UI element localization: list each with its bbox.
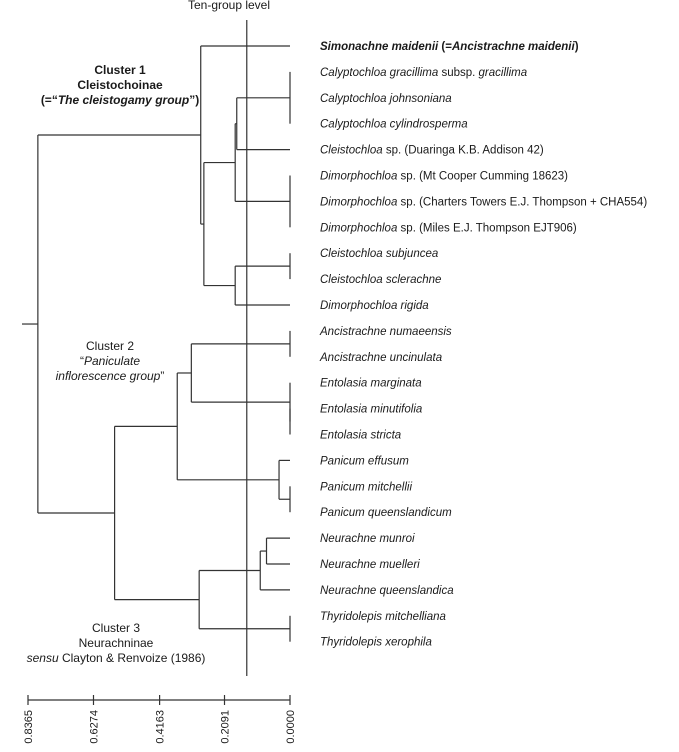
text-run: Cleistochoinae: [77, 78, 163, 92]
text-run: sp. (Mt Cooper Cumming 18623): [397, 171, 568, 183]
text-run: Panicum mitchellii: [320, 481, 412, 493]
text-run: sp. (Miles E.J. Thompson EJT906): [397, 222, 577, 234]
taxon-label: Entolasia minutifolia: [320, 404, 422, 416]
axis-tick-label: 0.4163: [155, 710, 167, 744]
taxon-label: Panicum queenslandicum: [320, 507, 452, 519]
text-run: Neurachninae: [79, 636, 154, 650]
cluster-2-label-line: inflorescence group”: [56, 369, 165, 383]
text-run: Neurachne muelleri: [320, 559, 420, 571]
text-run: ): [575, 41, 579, 53]
figure-title: Ten-group level: [188, 0, 270, 12]
taxon-labels: Simonachne maidenii (=Ancistrachne maide…: [319, 41, 647, 649]
taxon-label: Cleistochloa sclerachne: [320, 274, 441, 286]
taxon-label: Neurachne munroi: [320, 533, 415, 545]
taxon-label: Cleistochloa subjuncea: [320, 248, 438, 260]
taxon-label: Dimorphochloa sp. (Miles E.J. Thompson E…: [320, 222, 577, 234]
text-run: Entolasia marginata: [320, 378, 422, 390]
text-run: Paniculate: [84, 354, 140, 368]
text-run: sensu: [27, 651, 59, 665]
taxon-label: Panicum effusum: [320, 455, 409, 467]
text-run: (=: [438, 41, 452, 53]
taxon-label: Ancistrachne uncinulata: [319, 352, 442, 364]
text-run: Cleistochloa: [320, 145, 383, 157]
text-run: Dimorphochloa: [320, 171, 397, 183]
text-run: Ancistrachne maidenii: [451, 41, 576, 53]
cluster-2-label-line: “Paniculate: [80, 354, 140, 368]
taxon-label: Panicum mitchellii: [320, 481, 412, 493]
axis-tick-label: 0.2091: [220, 710, 232, 744]
cluster-3-label-line: Cluster 3: [92, 621, 140, 635]
text-run: Dimorphochloa: [320, 196, 397, 208]
cluster-3-label-line: sensu Clayton & Renvoize (1986): [27, 651, 206, 665]
taxon-label: Thyridolepis xerophila: [320, 637, 432, 649]
text-run: Clayton & Renvoize (1986): [59, 651, 206, 665]
text-run: Simonachne maidenii: [320, 41, 439, 53]
taxon-label: Neurachne queenslandica: [320, 585, 454, 597]
text-run: Entolasia minutifolia: [320, 404, 422, 416]
text-run: Ancistrachne numaeensis: [319, 326, 452, 338]
text-run: Calyptochloa cylindrosperma: [320, 119, 468, 131]
text-run: “: [80, 354, 84, 368]
text-run: Thyridolepis xerophila: [320, 637, 432, 649]
taxon-label: Entolasia marginata: [320, 378, 422, 390]
cluster-1-label-line: Cluster 1: [94, 63, 146, 77]
text-run: sp. (Duaringa K.B. Addison 42): [383, 145, 544, 157]
axis-tick-label: 0.0000: [285, 710, 297, 744]
text-run: (=“: [41, 93, 58, 107]
cluster-1-label-line: Cleistochoinae: [77, 78, 163, 92]
text-run: ”): [189, 93, 199, 107]
text-run: gracillima: [479, 67, 528, 79]
dendrogram-branches: [22, 45, 291, 642]
axis-tick-label: 0.8365: [23, 710, 35, 744]
text-run: Neurachne queenslandica: [320, 585, 454, 597]
taxon-label: Calyptochloa gracillima subsp. gracillim…: [320, 67, 527, 79]
taxon-label: Calyptochloa cylindrosperma: [320, 119, 468, 131]
taxon-label: Entolasia stricta: [320, 430, 401, 442]
text-run: Cluster 2: [86, 339, 134, 353]
text-run: subsp.: [438, 67, 478, 79]
cluster-1-label-line: (=“The cleistogamy group”): [41, 93, 199, 107]
cluster-3-label-line: Neurachninae: [79, 636, 154, 650]
taxon-label: Calyptochloa johnsoniana: [320, 93, 452, 105]
taxon-label: Dimorphochloa sp. (Mt Cooper Cumming 186…: [320, 171, 568, 183]
distance-axis: 0.8365 0.6274 0.4163 0.2091 0.0000: [23, 695, 297, 744]
taxon-label: Dimorphochloa sp. (Charters Towers E.J. …: [320, 196, 647, 208]
taxon-label: Dimorphochloa rigida: [320, 300, 429, 312]
taxon-label: Simonachne maidenii (=Ancistrachne maide…: [320, 41, 579, 53]
text-run: Thyridolepis mitchelliana: [320, 611, 446, 623]
cluster-2-label-line: Cluster 2: [86, 339, 134, 353]
text-run: sp. (Charters Towers E.J. Thompson + CHA…: [397, 196, 647, 208]
text-run: Calyptochloa gracillima: [320, 67, 438, 79]
text-run: inflorescence group: [56, 369, 161, 383]
text-run: Entolasia stricta: [320, 430, 401, 442]
text-run: ”: [160, 369, 164, 383]
text-run: Calyptochloa johnsoniana: [320, 93, 452, 105]
text-run: Neurachne munroi: [320, 533, 415, 545]
text-run: Cluster 3: [92, 621, 140, 635]
taxon-label: Cleistochloa sp. (Duaringa K.B. Addison …: [320, 145, 544, 157]
taxon-label: Ancistrachne numaeensis: [319, 326, 452, 338]
text-run: Panicum effusum: [320, 455, 409, 467]
text-run: Cluster 1: [94, 63, 146, 77]
text-run: Cleistochloa sclerachne: [320, 274, 441, 286]
axis-tick-label: 0.6274: [88, 710, 100, 744]
text-run: Dimorphochloa rigida: [320, 300, 429, 312]
text-run: Panicum queenslandicum: [320, 507, 452, 519]
text-run: Dimorphochloa: [320, 222, 397, 234]
taxon-label: Neurachne muelleri: [320, 559, 420, 571]
taxon-label: Thyridolepis mitchelliana: [320, 611, 446, 623]
text-run: Cleistochloa subjuncea: [320, 248, 438, 260]
text-run: The cleistogamy group: [58, 93, 189, 107]
text-run: Ancistrachne uncinulata: [319, 352, 442, 364]
